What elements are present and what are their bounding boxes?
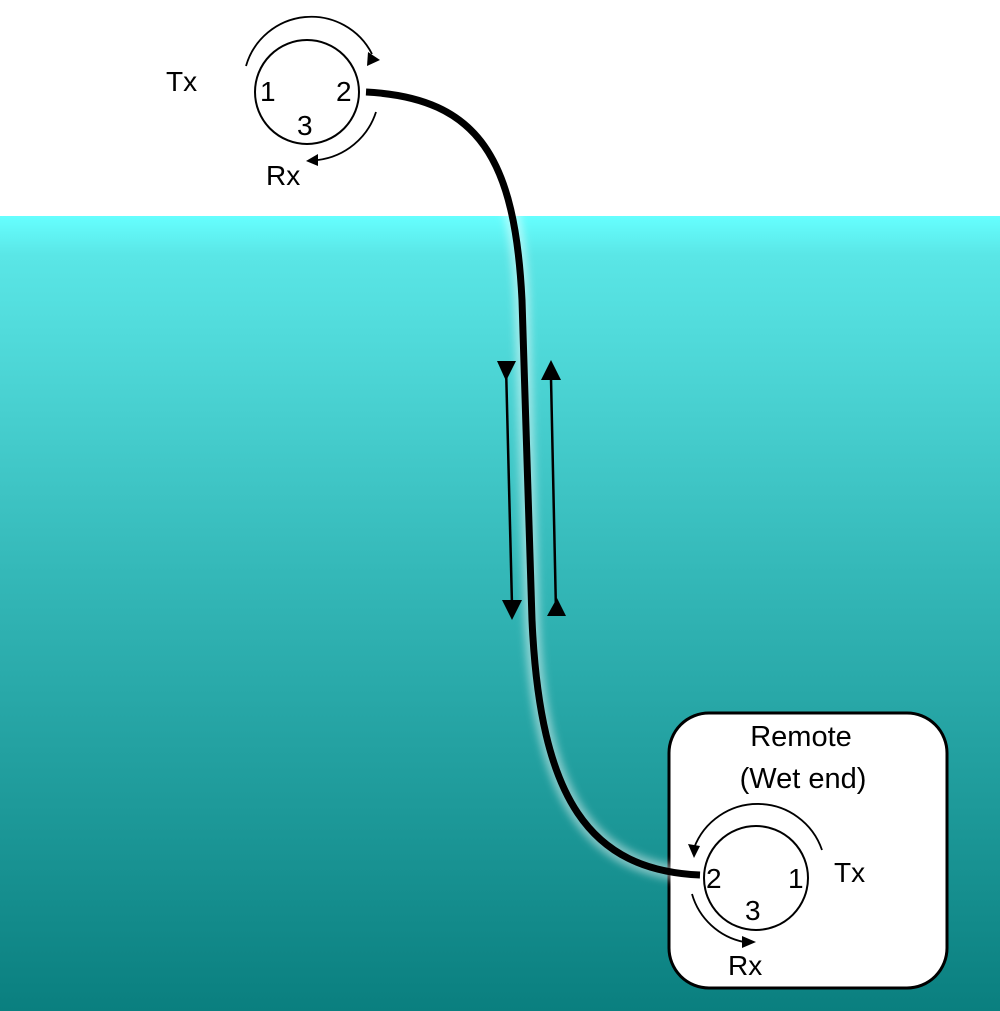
arrow-tail-icon (497, 361, 516, 381)
downlink-arrow (497, 361, 522, 620)
arrow-tail-icon (547, 598, 566, 616)
circulator-icon (703, 825, 809, 931)
remote-rx-label: Rx (728, 950, 762, 981)
topside-circulator: 1 2 3 (245, 15, 380, 166)
remote-port-2: 2 (706, 863, 722, 894)
arrow-down-icon (502, 600, 522, 620)
remote-title-line1: Remote (750, 721, 852, 753)
remote-port-1: 1 (788, 863, 804, 894)
remote-circulator: 2 1 3 (688, 803, 823, 948)
topside-port-3: 3 (297, 110, 313, 141)
topside-tx-label: Tx (166, 66, 197, 97)
remote-tx-label: Tx (834, 857, 865, 888)
arrow-up-icon (541, 360, 561, 380)
fiber-cable (365, 88, 701, 879)
circulator-icon (254, 39, 360, 145)
uplink-arrow (541, 360, 566, 616)
remote-title-line2: (Wet end) (740, 763, 867, 795)
topside-port-2: 2 (336, 76, 352, 107)
remote-port-3: 3 (745, 895, 761, 926)
topside-port-1: 1 (260, 76, 276, 107)
topside-rx-label: Rx (266, 160, 300, 191)
